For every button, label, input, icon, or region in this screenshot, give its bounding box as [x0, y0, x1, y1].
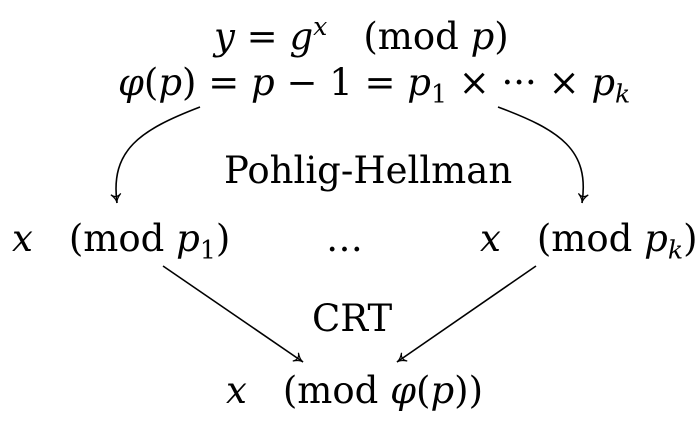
var-p: p: [644, 217, 668, 260]
var-y: y: [214, 15, 235, 58]
equals: =: [196, 61, 252, 104]
var-p: p: [470, 15, 495, 58]
close-paren: ): [683, 217, 698, 260]
var-p: p: [158, 61, 183, 104]
arrow-bottom-left: [162, 265, 304, 363]
mod-text: (mod: [536, 217, 645, 260]
phi-symbol: φ: [390, 369, 417, 412]
close-paren: ): [215, 217, 231, 260]
var-p: p: [176, 217, 200, 260]
mod-text: (mod: [363, 15, 471, 58]
equals: =: [234, 15, 290, 58]
product-dots: × ··· ×: [447, 61, 592, 104]
var-x: x: [226, 369, 247, 412]
var-x: x: [480, 217, 501, 260]
var-p: p: [430, 369, 455, 412]
arrow-top-left: [110, 106, 201, 204]
var-g: g: [289, 15, 314, 58]
close-parens: )): [454, 369, 484, 412]
arrow-top-right: [497, 106, 589, 204]
var-p: p: [251, 61, 275, 104]
close-paren: ): [182, 61, 197, 104]
top-equation: y = gx (mod p): [214, 14, 509, 58]
result-mod-phi: x (mod φ(p)): [226, 372, 483, 409]
mod-text: (mod: [282, 369, 391, 412]
totient-equation: φ(p) = p − 1 = p1 × ··· × pk: [118, 61, 630, 107]
residue-mod-pk: x (mod pk): [480, 217, 698, 263]
crt-label: CRT: [312, 297, 393, 340]
open-paren: (: [416, 369, 431, 412]
subscript-k: k: [615, 79, 631, 109]
var-x: x: [12, 217, 33, 260]
arrow-bottom-right: [396, 265, 537, 363]
subscript-1: 1: [199, 235, 216, 265]
exponent-x: x: [313, 12, 328, 42]
open-paren: (: [143, 61, 159, 104]
ellipsis: …: [326, 217, 363, 260]
close-paren: ): [494, 15, 509, 58]
pohlig-hellman-label: Pohlig-Hellman: [224, 149, 513, 192]
var-p1: p: [407, 61, 431, 104]
minus-one-equals: − 1 =: [274, 61, 408, 104]
subscript-1: 1: [430, 79, 447, 109]
mod-text: (mod: [68, 217, 177, 260]
subscript-k: k: [667, 235, 684, 265]
phi-symbol: φ: [118, 61, 144, 104]
var-pk: p: [591, 61, 616, 104]
residue-mod-p1: x (mod p1): [12, 217, 231, 263]
